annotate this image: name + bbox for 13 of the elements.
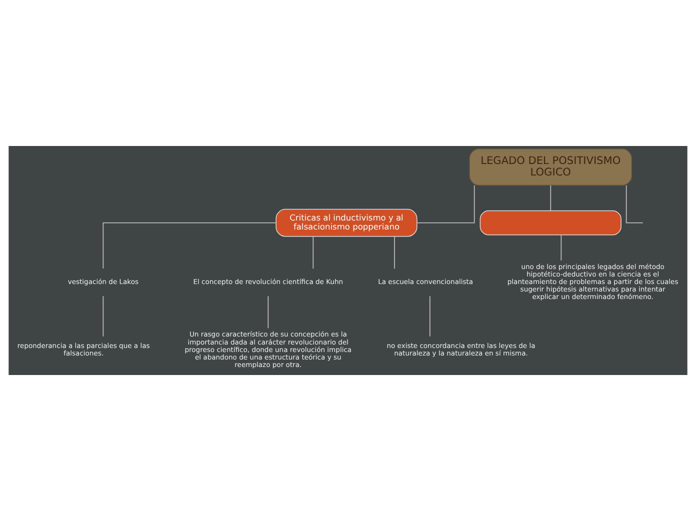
node-box: Criticas al inductivismo y al falsacionismo popperiano — [276, 208, 418, 236]
node-box: LEGADO DEL POSITIVISMO LOGICO — [469, 148, 632, 186]
connector — [312, 236, 314, 269]
connector — [429, 295, 430, 336]
connector — [102, 295, 104, 336]
connector — [394, 236, 395, 269]
node-box — [480, 210, 622, 235]
connector — [268, 295, 269, 328]
connector — [626, 184, 644, 223]
connector — [550, 184, 552, 210]
connector — [560, 234, 562, 260]
connector — [102, 222, 276, 268]
connector — [416, 184, 475, 223]
